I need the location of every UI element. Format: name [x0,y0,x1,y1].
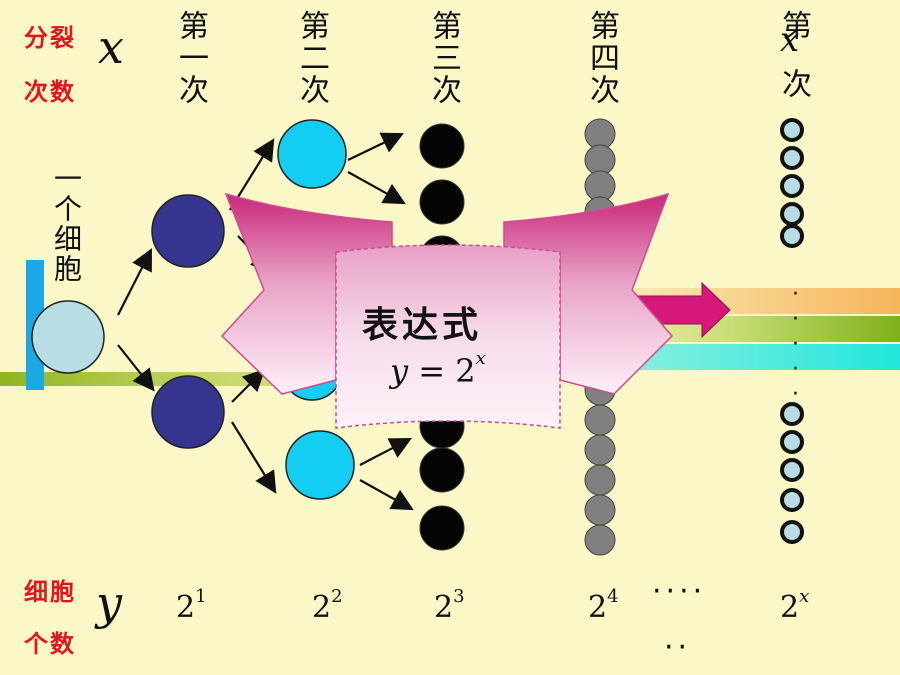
arrow-start-to-gen1-bottom [117,344,155,392]
column-header-1: 第一次 [173,10,208,106]
expression-banner [220,192,674,429]
power-3: 23 [434,586,465,625]
formula-exponent: x [475,348,486,370]
cell-genx-6 [780,402,804,426]
cell-count-label-1: 细胞 [24,578,76,606]
cell-gen4-10 [584,524,616,556]
cell-gen2-1 [277,119,347,189]
cell-gen1-top [151,194,225,268]
formula-lhs: y [390,352,409,390]
arrow-start-to-gen1-top [117,248,152,316]
cell-gen1-bottom [151,375,225,449]
one-cell-label: 一个细胞 [50,164,83,284]
arrow-gen2-to-gen3-4 [359,479,414,511]
cell-gen4-7 [584,434,616,466]
arrow-gen2-to-gen3-3 [359,437,412,466]
cell-genx-4 [780,202,804,226]
power-1: 21 [176,586,207,625]
column-header-2: 第二次 [294,10,329,106]
cell-gen2-4 [285,430,355,500]
cell-gen4-6 [584,404,616,436]
cell-gen3-2 [419,179,465,225]
split-count-label-1: 分裂 [24,24,76,52]
column-header-4: 第四次 [584,10,619,106]
cell-gen3-1 [419,123,465,169]
cell-genx-7 [780,430,804,454]
power-2: 22 [312,586,343,625]
cell-genx-3 [780,174,804,198]
formula-rhs: = 2 [408,352,476,390]
arrow-gen1b-to-gen2-bottom [231,421,277,494]
cell-genx-8 [780,458,804,482]
cell-start [31,300,105,374]
split-count-label-2: 次数 [24,78,76,106]
vertical-ellipsis: ····· [783,282,808,407]
banner-title: 表达式 [362,305,483,346]
column-header-3: 第三次 [426,10,461,106]
arrow-gen1b-to-gen2-a [231,368,266,403]
cell-genx-1 [780,118,804,142]
row-ellipsis-2: ·· [664,630,692,665]
cell-gen4-8 [584,464,616,496]
row-ellipsis: ···· [652,574,707,609]
arrow-gen2-to-gen3-2 [347,171,406,205]
column-header-x-top: 第 [776,10,811,42]
y-variable: y [96,576,122,630]
cell-count-label-2: 个数 [24,630,76,658]
x-variable: x [98,20,124,74]
cell-genx-5 [780,224,804,248]
column-header-x-bottom: 次 [776,68,811,100]
banner-formula: y = 2x [390,348,486,390]
arrow-gen2-to-gen3-1 [347,132,404,161]
cell-genx-9 [780,488,804,512]
genx-column [780,118,804,544]
power-4: 24 [588,586,619,625]
column-header-x-var: x [780,20,800,60]
cell-gen3-8 [419,505,465,551]
cell-genx-10 [780,520,804,544]
cell-genx-2 [780,146,804,170]
cell-gen3-7 [419,447,465,493]
power-x: 2x [780,586,810,625]
cell-gen4-9 [584,494,616,526]
